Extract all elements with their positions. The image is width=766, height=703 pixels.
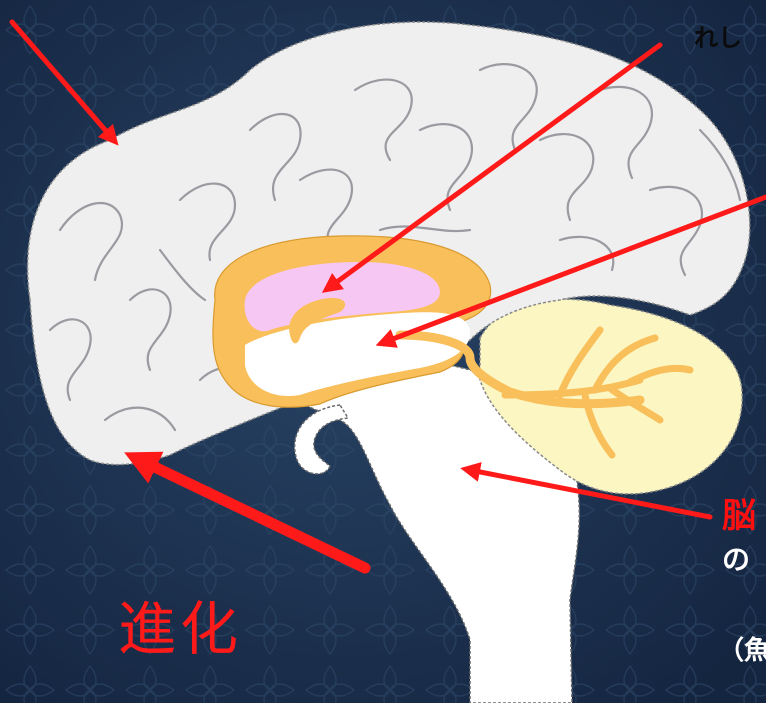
label-brain: 脳 — [722, 488, 756, 537]
label-paren: （魚 — [718, 630, 766, 667]
label-no: の — [722, 538, 750, 578]
label-top-right: れし — [694, 18, 742, 53]
label-evolution: 進化 — [118, 582, 242, 666]
